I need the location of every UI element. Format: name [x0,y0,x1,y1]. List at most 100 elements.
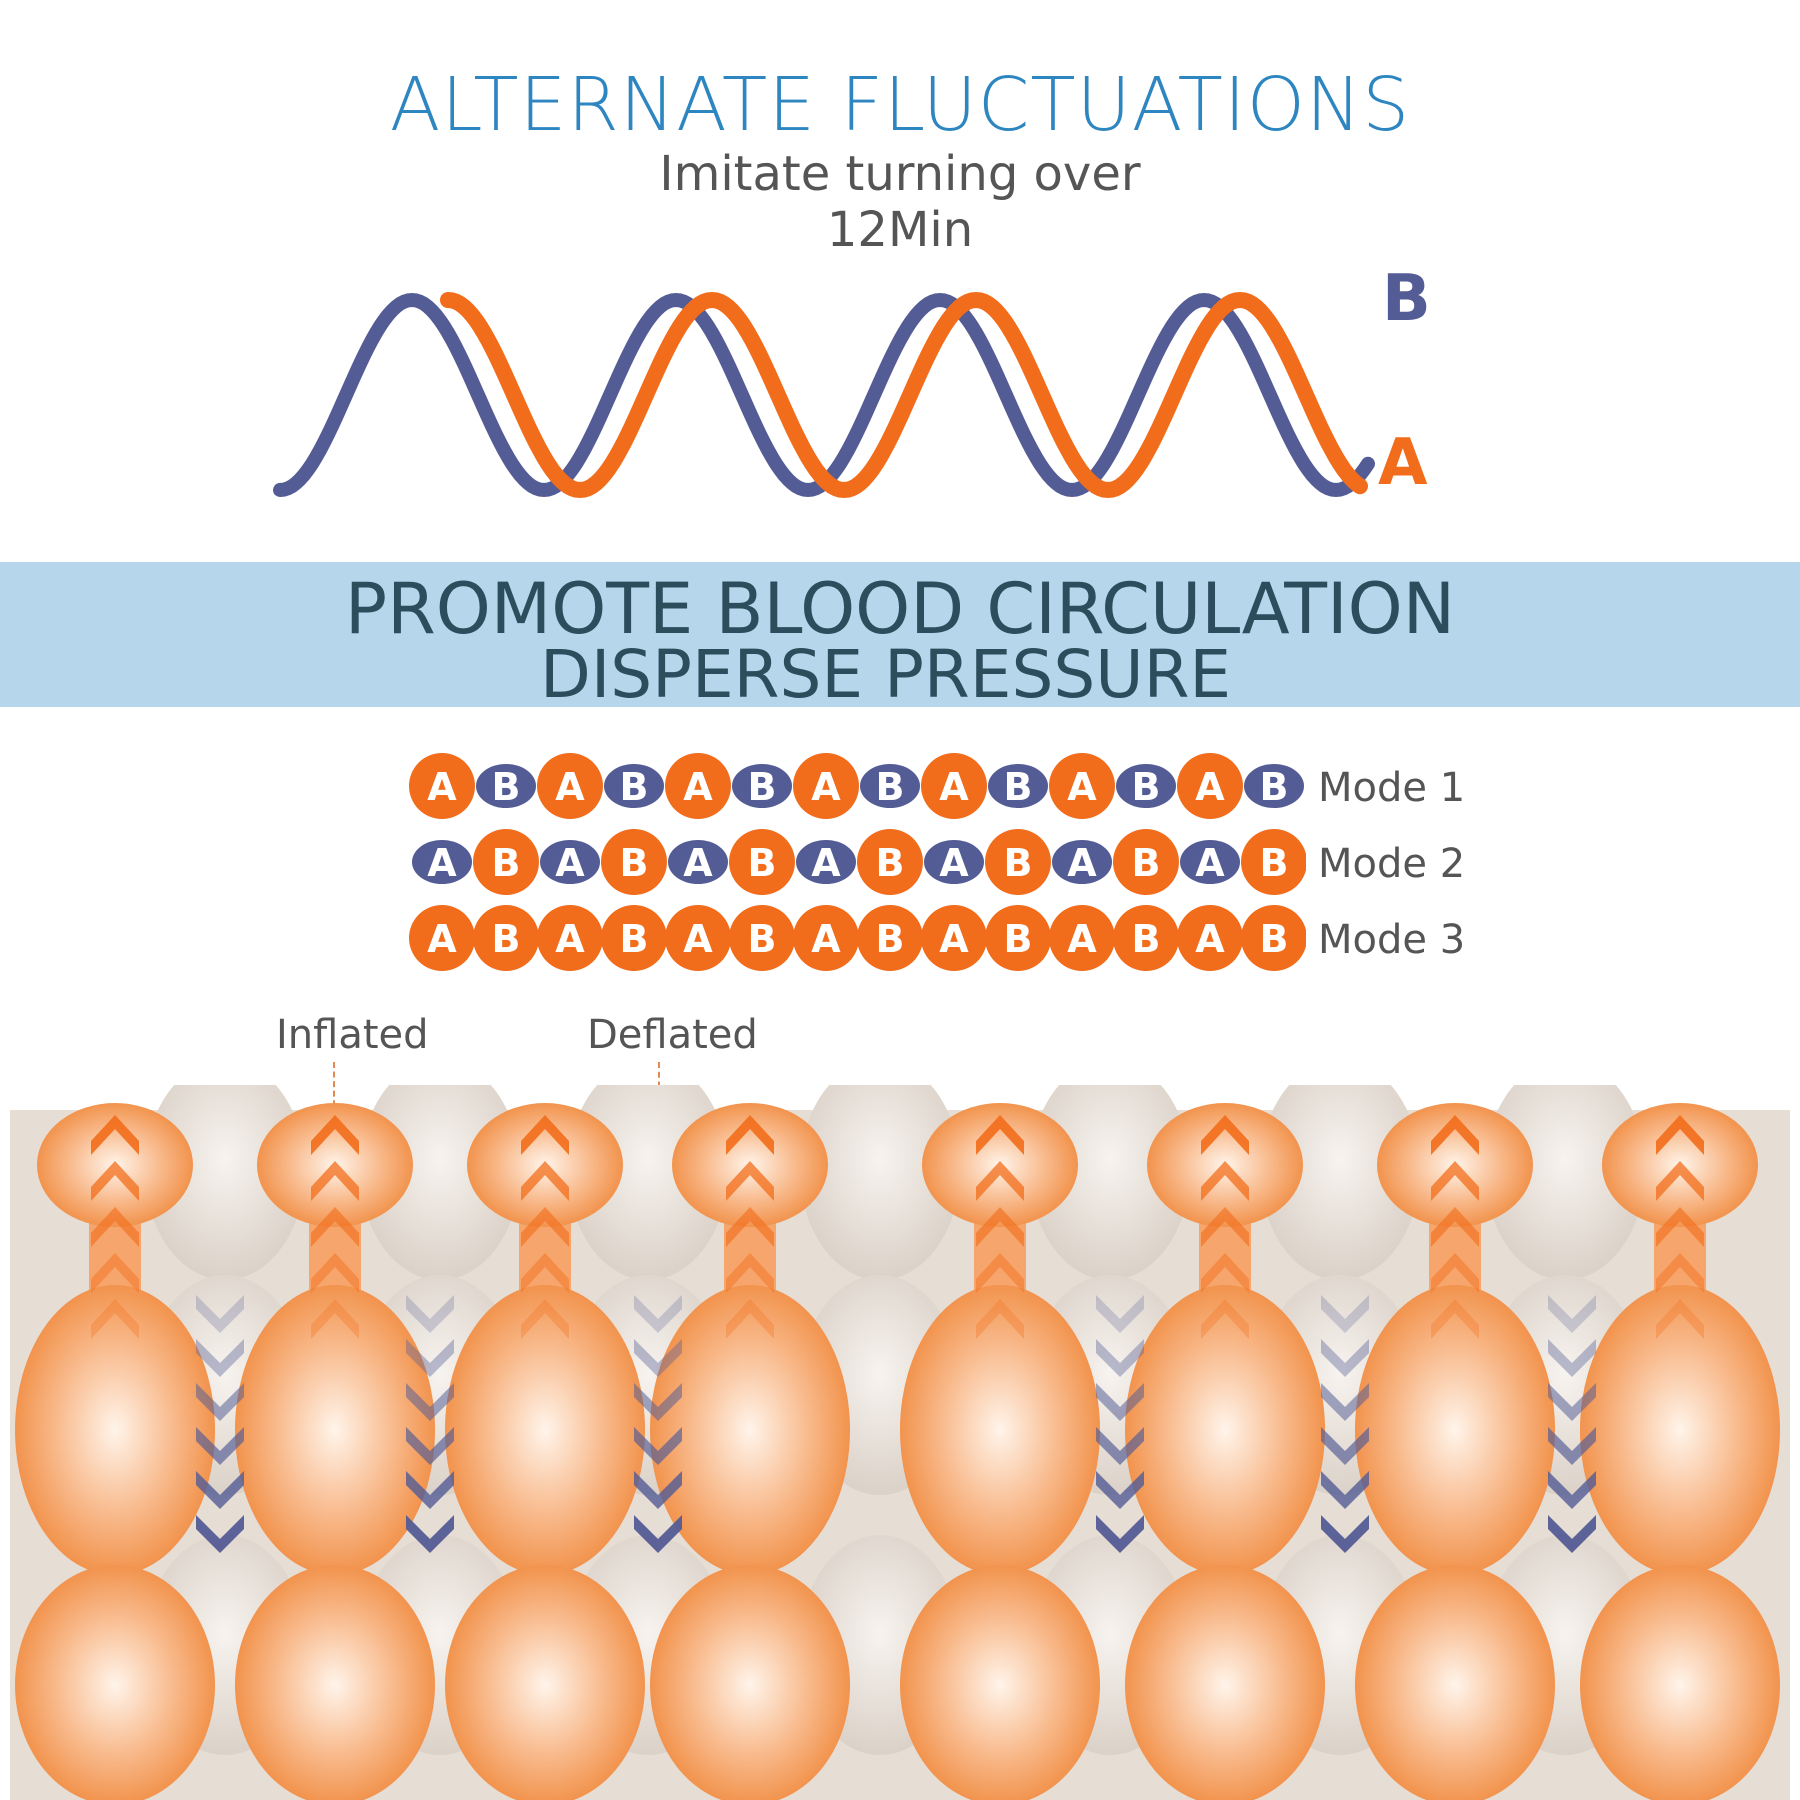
svg-text:A: A [1067,765,1097,809]
deflate-arrow [634,1383,682,1421]
inflate-arrow [1201,1253,1249,1293]
deflate-arrow [1096,1383,1144,1421]
svg-text:A: A [811,917,841,961]
inflated-cell [1125,1565,1325,1800]
inflate-arrow [311,1299,359,1339]
svg-text:B: B [748,841,777,885]
deflate-arrow [1548,1295,1596,1333]
svg-text:A: A [811,841,841,885]
svg-text:B: B [492,841,521,885]
mode-cell-a: A [409,905,475,971]
mode-cell-b: B [985,905,1051,971]
inflated-label: Inflated [276,1012,429,1058]
mode-2-label: Mode 2 [1318,841,1466,887]
svg-text:A: A [1195,917,1225,961]
deflate-arrow [406,1339,454,1377]
svg-text:A: A [427,841,457,885]
deflate-arrow [196,1383,244,1421]
deflate-arrow [406,1295,454,1333]
svg-text:A: A [811,765,841,809]
mode-cell-a: A [921,753,987,819]
inflate-arrow [521,1207,569,1247]
inflate-arrow [976,1115,1024,1155]
mode-cell-a: A [665,905,731,971]
mode-cell-b: B [1113,905,1179,971]
inflated-cell [1355,1285,1555,1575]
deflated-cell [1485,1085,1645,1280]
mode-cell-a: A [668,840,728,885]
mode-cell-b: B [1241,829,1306,895]
svg-text:A: A [427,917,457,961]
mode-cell-b: B [1116,764,1176,809]
mode-cell-a: A [796,840,856,885]
mode-cell-a: A [1049,753,1115,819]
wave-label-b: B [1382,270,1431,336]
inflate-arrow [1656,1115,1704,1155]
svg-text:B: B [492,917,521,961]
mode-cell-a: A [793,753,859,819]
inflate-arrow [976,1299,1024,1339]
deflated-cell [1260,1085,1420,1280]
svg-text:B: B [748,917,777,961]
deflated-cell [800,1085,960,1280]
svg-text:B: B [620,765,649,809]
inflate-arrow [1431,1253,1479,1293]
svg-text:B: B [1004,765,1033,809]
svg-text:B: B [1132,765,1161,809]
deflate-arrow [1321,1515,1369,1553]
deflate-arrow [196,1427,244,1465]
mode-cell-b: B [476,764,536,809]
banner-subheadline: DISPERSE PRESSURE [540,636,1232,713]
mode-cell-b: B [1113,829,1179,895]
deflated-label: Deflated [587,1012,758,1058]
inflate-arrow [976,1253,1024,1293]
deflate-arrow [1321,1471,1369,1509]
inflate-arrow [976,1161,1024,1201]
inflated-cell [445,1565,645,1800]
mode-cell-b: B [860,764,920,809]
deflate-arrow [196,1515,244,1553]
mode-cell-b: B [601,829,667,895]
mode-cell-b: B [1241,905,1306,971]
inflate-arrow [1201,1299,1249,1339]
inflate-arrow [91,1161,139,1201]
cycle-duration: 12Min [826,202,974,258]
inflate-arrow [521,1253,569,1293]
svg-text:A: A [683,841,713,885]
svg-text:A: A [1195,841,1225,885]
banner-headline: PROMOTE BLOOD CIRCULATION [344,568,1456,650]
inflate-arrow [521,1161,569,1201]
inflate-arrow [1201,1207,1249,1247]
inflate-arrow [1656,1161,1704,1201]
svg-text:A: A [1067,841,1097,885]
inflated-cell [445,1285,645,1575]
svg-text:B: B [1260,841,1289,885]
deflate-arrow [1096,1471,1144,1509]
svg-text:B: B [876,917,905,961]
wave-label-a: A [1378,426,1428,500]
inflate-arrow [1201,1115,1249,1155]
deflate-arrow [196,1339,244,1377]
inflate-arrow [726,1161,774,1201]
mode-cell-a: A [1180,840,1240,885]
deflate-arrow [634,1515,682,1553]
deflate-arrow [634,1339,682,1377]
svg-text:B: B [1132,917,1161,961]
inflate-arrow [311,1161,359,1201]
inflate-arrow [976,1207,1024,1247]
svg-text:B: B [748,765,777,809]
svg-text:B: B [492,765,521,809]
inflate-arrow [91,1207,139,1247]
air-cell-mattress-illustration [10,1085,1790,1800]
svg-text:B: B [1004,841,1033,885]
mode-cell-a: A [537,905,603,971]
mode-cell-b: B [601,905,667,971]
deflate-arrow [1321,1427,1369,1465]
page-title: ALTERNATE FLUCTUATIONS [389,62,1411,148]
mode-1-label: Mode 1 [1318,765,1466,811]
inflate-arrow [311,1253,359,1293]
mode-cell-b: B [473,829,539,895]
svg-text:A: A [427,765,457,809]
